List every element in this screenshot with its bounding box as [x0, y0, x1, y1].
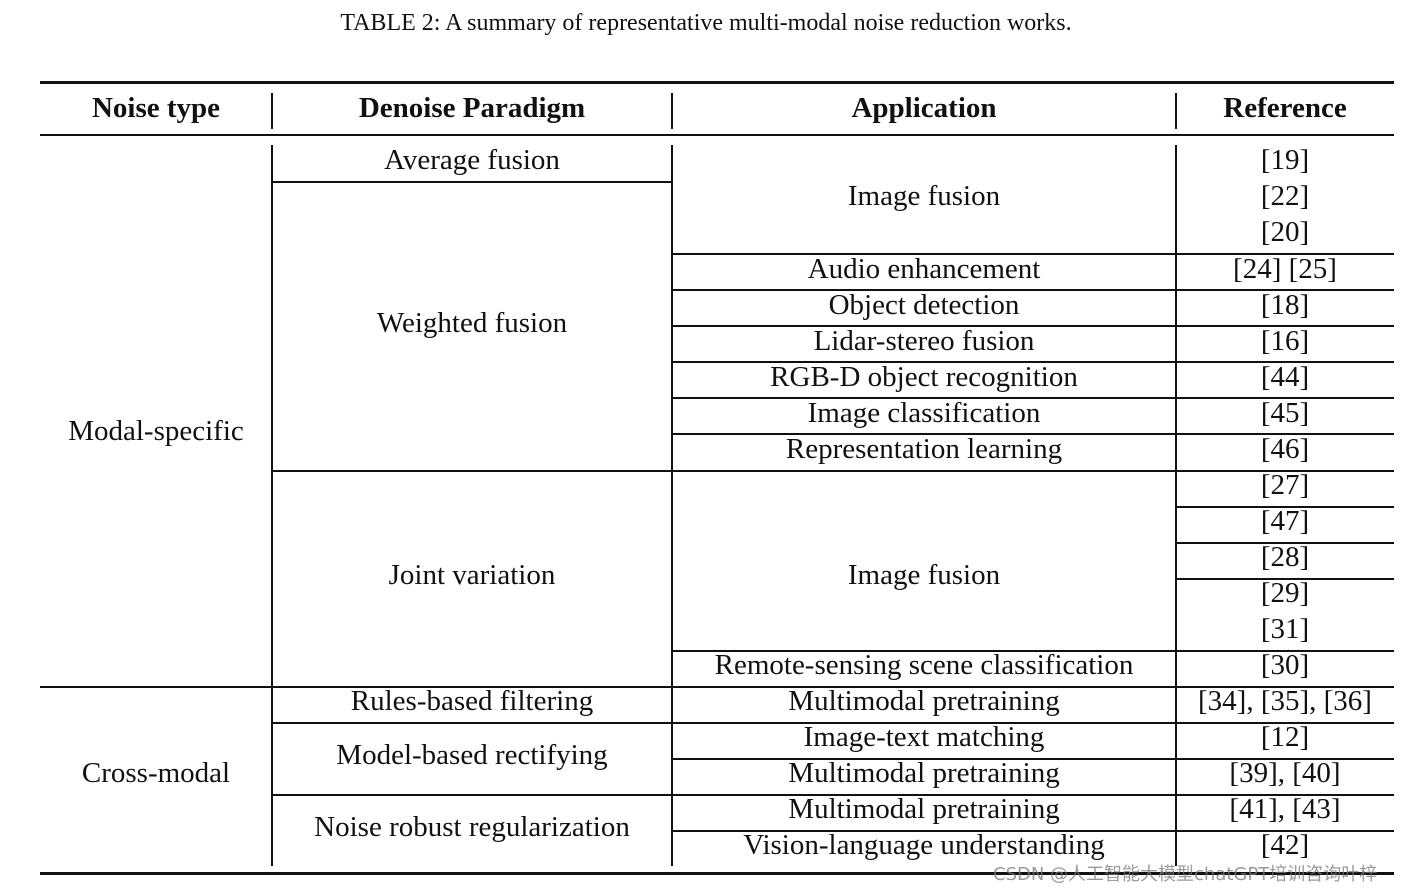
application-cell: Lidar-stereo fusion	[813, 325, 1035, 357]
noise-type-cell: Modal-specific	[68, 415, 244, 447]
row-divider	[672, 433, 1394, 435]
reference-cell: [30]	[1260, 649, 1310, 681]
row-divider	[272, 722, 1394, 724]
application-cell: Remote-sensing scene classification	[714, 649, 1134, 681]
reference-cell: [24] [25]	[1233, 253, 1337, 285]
reference-cell: [12]	[1260, 721, 1310, 753]
reference-cell: [29]	[1260, 577, 1310, 609]
row-divider	[272, 181, 672, 183]
row-divider	[672, 289, 1394, 291]
application-cell: Object detection	[828, 289, 1020, 321]
reference-cell: [42]	[1260, 829, 1310, 861]
reference-cell: [28]	[1260, 541, 1310, 573]
paradigm-cell: Joint variation	[388, 559, 556, 591]
reference-cell: [27]	[1260, 469, 1310, 501]
paradigm-cell: Model-based rectifying	[336, 739, 608, 771]
col-divider	[671, 93, 673, 129]
row-divider	[672, 470, 1394, 472]
bottom-rule	[40, 872, 1394, 875]
header-rule	[40, 134, 1394, 136]
row-divider	[1176, 506, 1394, 508]
row-divider	[672, 830, 1394, 832]
reference-cell: [16]	[1260, 325, 1310, 357]
paradigm-cell: Rules-based filtering	[350, 685, 594, 717]
application-cell: Vision-language understanding	[743, 829, 1105, 861]
col-divider	[671, 145, 673, 866]
noise-type-cell: Cross-modal	[81, 757, 231, 789]
row-divider	[272, 470, 672, 472]
reference-cell: [41], [43]	[1229, 793, 1341, 825]
paradigm-cell: Weighted fusion	[376, 307, 568, 339]
col-divider	[1175, 145, 1177, 866]
row-divider	[672, 397, 1394, 399]
row-divider	[1176, 578, 1394, 580]
application-cell: Multimodal pretraining	[788, 757, 1060, 789]
application-cell: Audio enhancement	[807, 253, 1041, 285]
application-cell: Multimodal pretraining	[788, 793, 1060, 825]
reference-cell: [45]	[1260, 397, 1310, 429]
row-divider	[272, 794, 1394, 796]
reference-cell: [20]	[1260, 216, 1310, 248]
paradigm-cell: Average fusion	[384, 144, 560, 176]
table-caption: TABLE 2: A summary of representative mul…	[340, 10, 1072, 36]
reference-cell: [18]	[1260, 289, 1310, 321]
row-divider	[672, 758, 1394, 760]
application-cell: Image classification	[807, 397, 1041, 429]
header-reference: Reference	[1223, 92, 1347, 124]
watermark: CSDN @人工智能大模型chatGPT培训咨询叶梓	[993, 864, 1378, 885]
col-divider	[271, 145, 273, 866]
application-cell: Representation learning	[785, 433, 1063, 465]
row-divider	[672, 253, 1394, 255]
reference-cell: [19]	[1260, 144, 1310, 176]
row-divider	[1176, 542, 1394, 544]
group-divider	[40, 686, 1394, 688]
header-noise-type: Noise type	[91, 92, 221, 124]
reference-cell: [39], [40]	[1229, 757, 1341, 789]
reference-cell: [44]	[1260, 361, 1310, 393]
row-divider	[672, 650, 1394, 652]
reference-cell: [22]	[1260, 180, 1310, 212]
reference-cell: [47]	[1260, 505, 1310, 537]
top-rule	[40, 81, 1394, 84]
reference-cell: [31]	[1260, 613, 1310, 645]
col-divider	[1175, 93, 1177, 129]
header-application: Application	[851, 92, 997, 124]
row-divider	[672, 325, 1394, 327]
application-cell: Image-text matching	[803, 721, 1045, 753]
col-divider	[271, 93, 273, 129]
reference-cell: [46]	[1260, 433, 1310, 465]
header-denoise-paradigm: Denoise Paradigm	[358, 92, 586, 124]
application-cell: Image fusion	[847, 559, 1001, 591]
application-cell: Multimodal pretraining	[788, 685, 1060, 717]
reference-cell: [34], [35], [36]	[1198, 685, 1372, 717]
row-divider	[672, 361, 1394, 363]
paradigm-cell: Noise robust regularization	[314, 811, 630, 843]
application-cell: Image fusion	[847, 180, 1001, 212]
application-cell: RGB-D object recognition	[770, 361, 1078, 393]
